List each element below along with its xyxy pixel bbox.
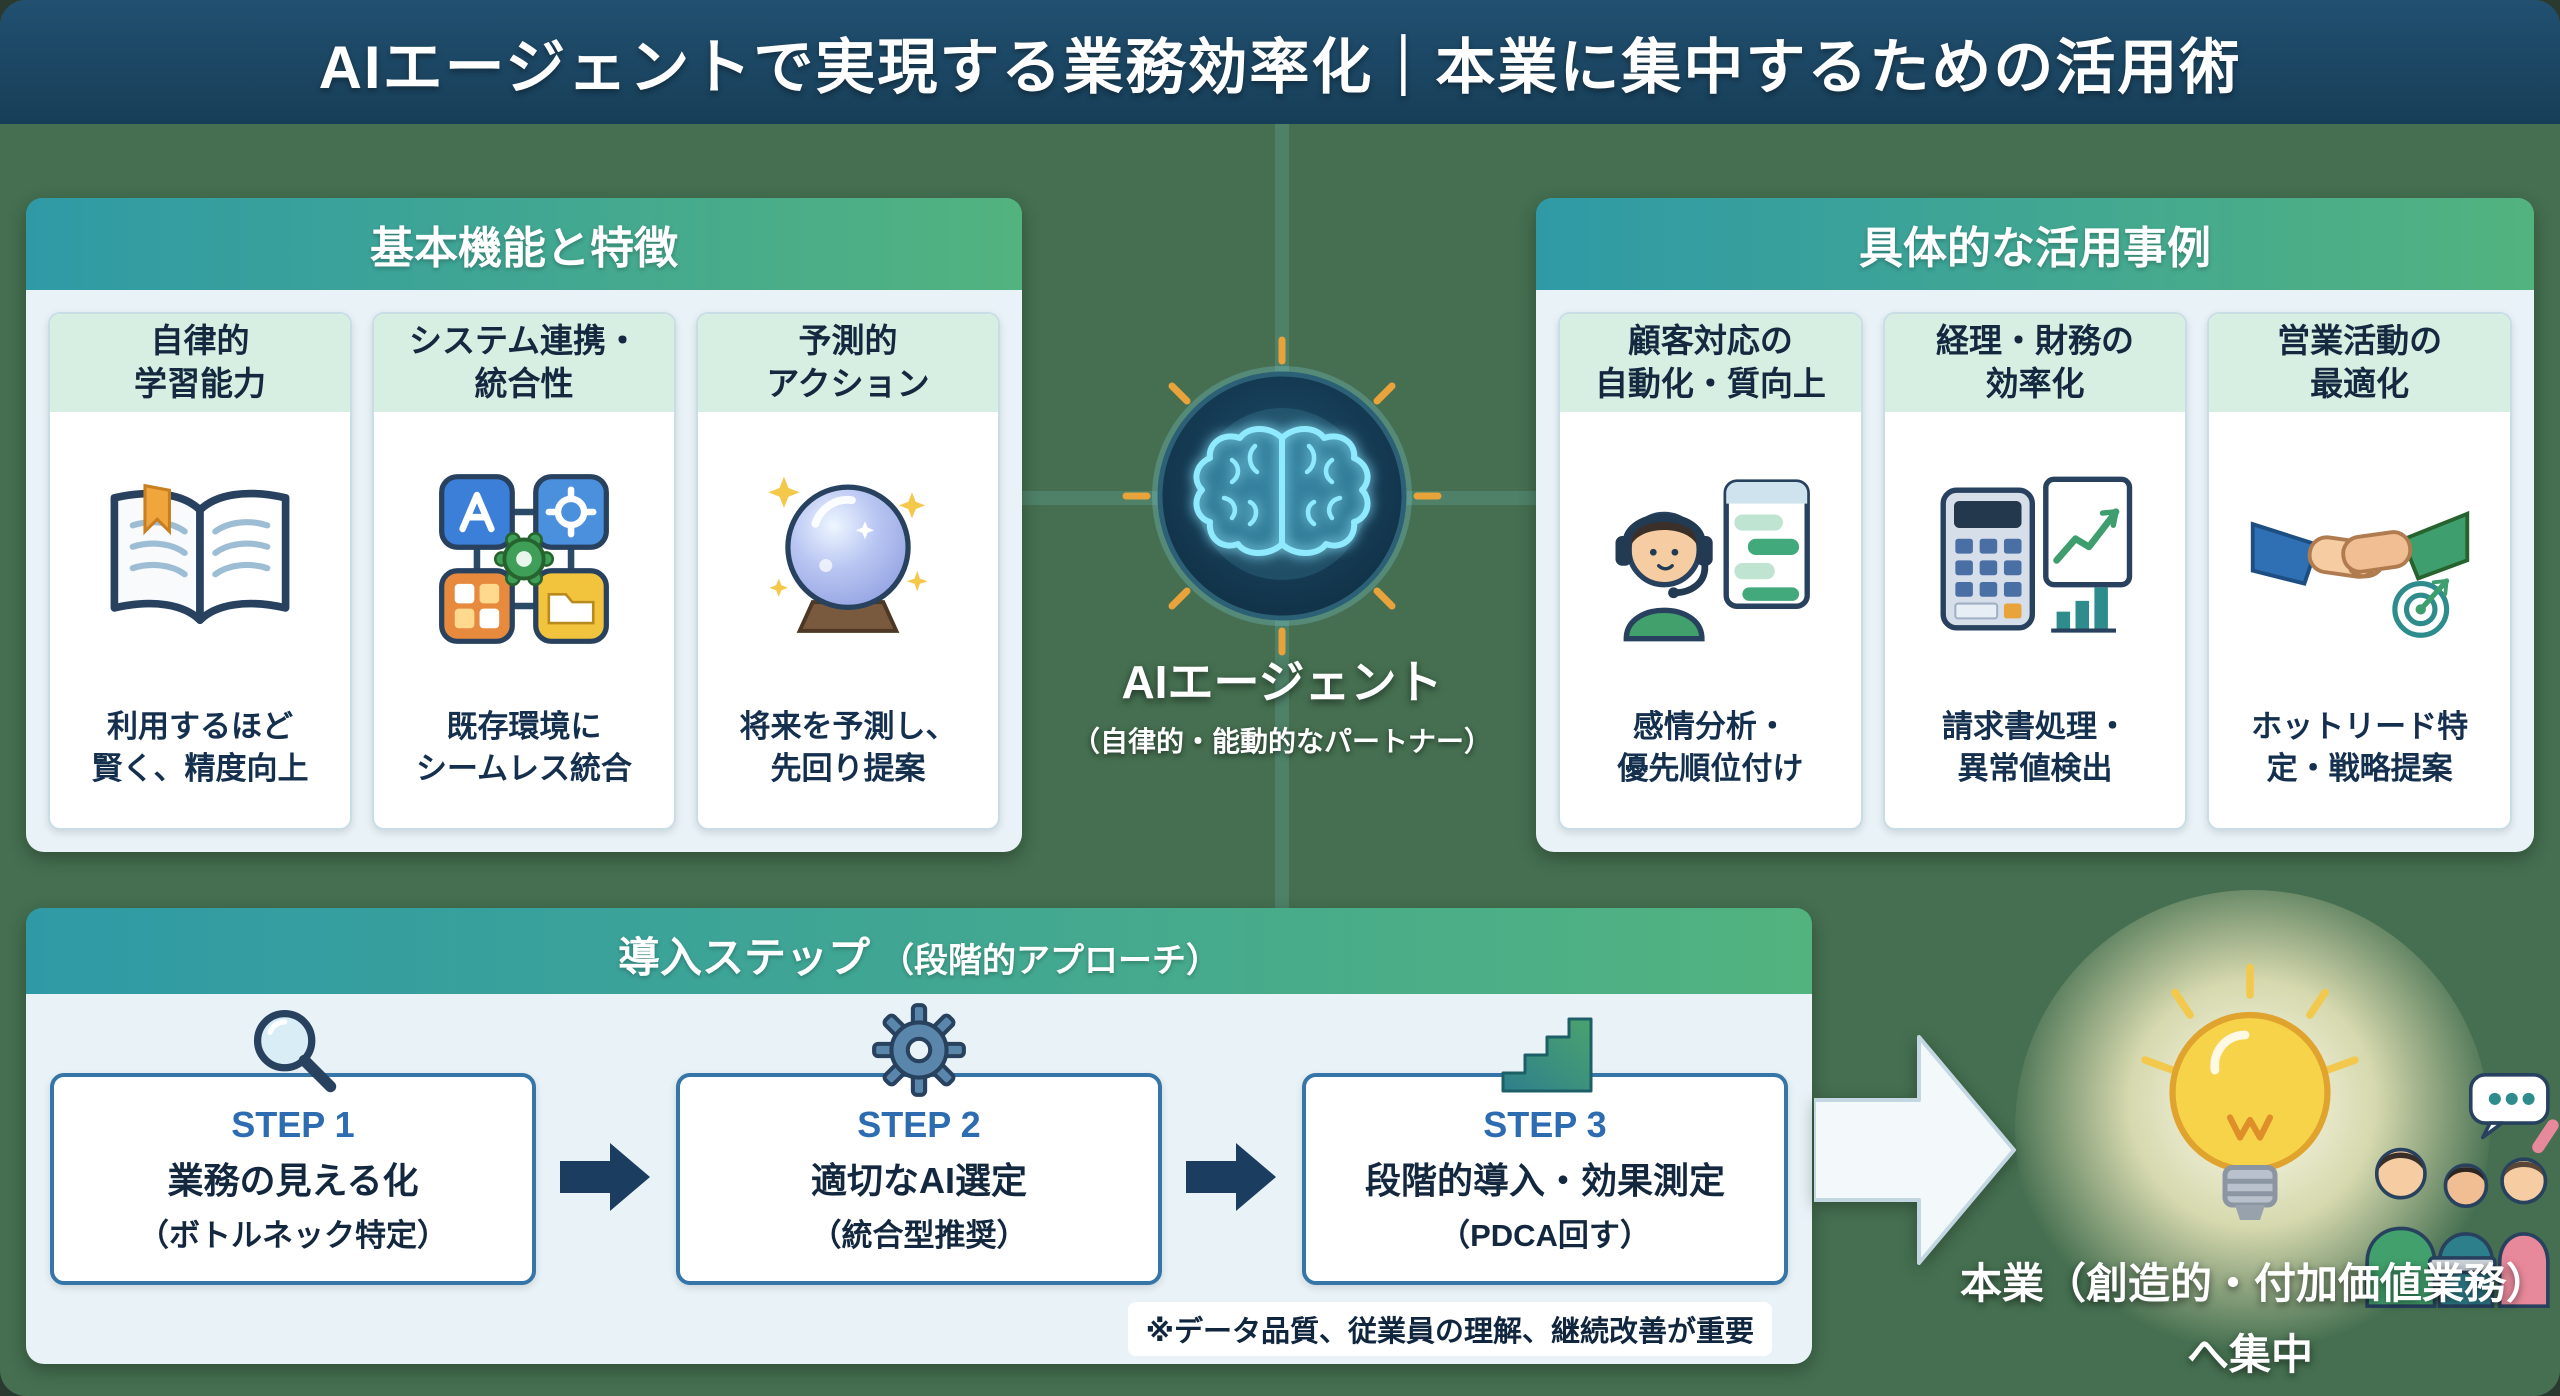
usecase-card-finance: 経理・財務の 効率化: [1882, 312, 2188, 830]
connector-line-top: [1275, 124, 1289, 386]
usecases-panel-title: 具体的な活用事例: [1859, 224, 2211, 273]
title-banner: AIエージェントで実現する業務効率化｜本業に集中するための活用術: [0, 0, 2560, 124]
card-desc: ホットリード特 定・戦略提案: [2251, 709, 2469, 786]
usecases-panel: 具体的な活用事例 顧客対応の 自動化・質向上: [1536, 198, 2534, 852]
hub-label: AIエージェント （自律的・能動的なパートナー）: [1012, 646, 1552, 760]
hub-name: AIエージェント: [1121, 656, 1443, 708]
connector-line-bottom: [1275, 610, 1289, 908]
calculator-chart-icon: [1885, 412, 2186, 706]
step-subtitle: （統合型推奨）: [810, 1217, 1028, 1253]
open-book-icon: [50, 412, 350, 706]
step-2: STEP 2 適切なAI選定 （統合型推奨）: [676, 1003, 1162, 1285]
team-people-icon: [2355, 1070, 2560, 1316]
gear-icon: [868, 999, 970, 1106]
feature-card-system-integration: システム連携・ 統合性: [372, 312, 676, 830]
arrow-right-icon: [1186, 1141, 1278, 1218]
step-3-box: STEP 3 段階的導入・効果測定 （PDCA回す）: [1302, 1073, 1788, 1285]
features-panel-title: 基本機能と特徴: [370, 224, 678, 273]
feature-card-autonomous-learning: 自律的 学習能力 利用するほど 賢く、精度向上: [48, 312, 352, 830]
step-title: 適切なAI選定: [810, 1159, 1027, 1201]
step-3: STEP 3 段階的導入・効果測定 （PDCA回す）: [1302, 1017, 1788, 1285]
card-title: 顧客対応の 自動化・質向上: [1560, 314, 1861, 412]
big-right-arrow-icon: [1812, 1015, 2019, 1290]
card-desc: 請求書処理・ 異常値検出: [1942, 709, 2128, 786]
card-desc: 将来を予測し、 先回り提案: [739, 709, 957, 786]
card-desc: 利用するほど 賢く、精度向上: [91, 709, 309, 786]
step-subtitle: （PDCA回す）: [1439, 1217, 1651, 1253]
step-label: STEP 3: [1483, 1103, 1607, 1145]
card-title: 予測的 アクション: [698, 314, 998, 412]
outcome-line1: 本業（創造的・付加価値業務）: [1960, 1260, 2549, 1307]
card-title: 営業活動の 最適化: [2209, 314, 2511, 412]
features-cards: 自律的 学習能力 利用するほど 賢く、精度向上 システム連携・ 統合: [26, 290, 1022, 852]
steps-panel-header: 導入ステップ （段階的アプローチ）: [26, 908, 1812, 994]
outcome-line2: へ集中: [2186, 1331, 2313, 1378]
steps-row: STEP 1 業務の見える化 （ボトルネック特定）: [26, 994, 1812, 1364]
usecases-cards: 顧客対応の 自動化・質向上: [1536, 290, 2534, 852]
step-label: STEP 2: [857, 1103, 981, 1145]
step-subtitle: （ボトルネック特定）: [138, 1217, 448, 1253]
outcome-caption: 本業（創造的・付加価値業務） へ集中: [1960, 1250, 2549, 1382]
steps-panel-subtitle: （段階的アプローチ）: [880, 942, 1220, 980]
page-title: AIエージェントで実現する業務効率化｜本業に集中するための活用術: [318, 33, 2242, 101]
usecase-card-sales: 営業活動の 最適化 ホットリード特 定・戦略: [2207, 312, 2513, 830]
steps-panel: 導入ステップ （段階的アプローチ） STEP 1 業務の見える化 （ボトルネック…: [26, 908, 1812, 1364]
card-title: システム連携・ 統合性: [374, 314, 674, 412]
hub-subtitle: （自律的・能動的なパートナー）: [1071, 726, 1492, 757]
magnifier-icon: [243, 999, 343, 1104]
usecase-card-customer-support: 顧客対応の 自動化・質向上: [1558, 312, 1863, 830]
step-title: 業務の見える化: [167, 1159, 419, 1201]
glowing-brain-icon: [1122, 336, 1442, 656]
handshake-target-icon: [2209, 412, 2510, 706]
steps-note: ※データ品質、従業員の理解、継続改善が重要: [1127, 1302, 1772, 1356]
step-2-box: STEP 2 適切なAI選定 （統合型推奨）: [676, 1073, 1162, 1285]
card-desc: 感情分析・ 優先順位付け: [1617, 709, 1804, 786]
card-title: 経理・財務の 効率化: [1884, 314, 2186, 412]
step-1-box: STEP 1 業務の見える化 （ボトルネック特定）: [50, 1073, 536, 1285]
crystal-ball-icon: [698, 412, 998, 706]
step-title: 段階的導入・効果測定: [1364, 1159, 1725, 1201]
usecases-panel-header: 具体的な活用事例: [1536, 198, 2534, 290]
features-panel: 基本機能と特徴 自律的 学習能力 利用するほど 賢く、精度向上: [26, 198, 1022, 852]
customer-support-icon: [1560, 412, 1861, 706]
features-panel-header: 基本機能と特徴: [26, 198, 1022, 290]
steps-panel-title: 導入ステップ: [617, 934, 870, 981]
ai-agent-hub: [1112, 326, 1452, 666]
stairs-icon: [1495, 999, 1595, 1104]
step-label: STEP 1: [231, 1103, 355, 1145]
card-desc: 既存環境に シームレス統合: [415, 709, 633, 786]
card-title: 自律的 学習能力: [50, 314, 350, 412]
lightbulb-icon: [2125, 960, 2375, 1290]
step-1: STEP 1 業務の見える化 （ボトルネック特定）: [50, 1009, 536, 1285]
system-integration-icon: [374, 412, 674, 706]
arrow-right-icon: [560, 1141, 652, 1218]
feature-card-predictive-action: 予測的 アクション: [696, 312, 1000, 830]
